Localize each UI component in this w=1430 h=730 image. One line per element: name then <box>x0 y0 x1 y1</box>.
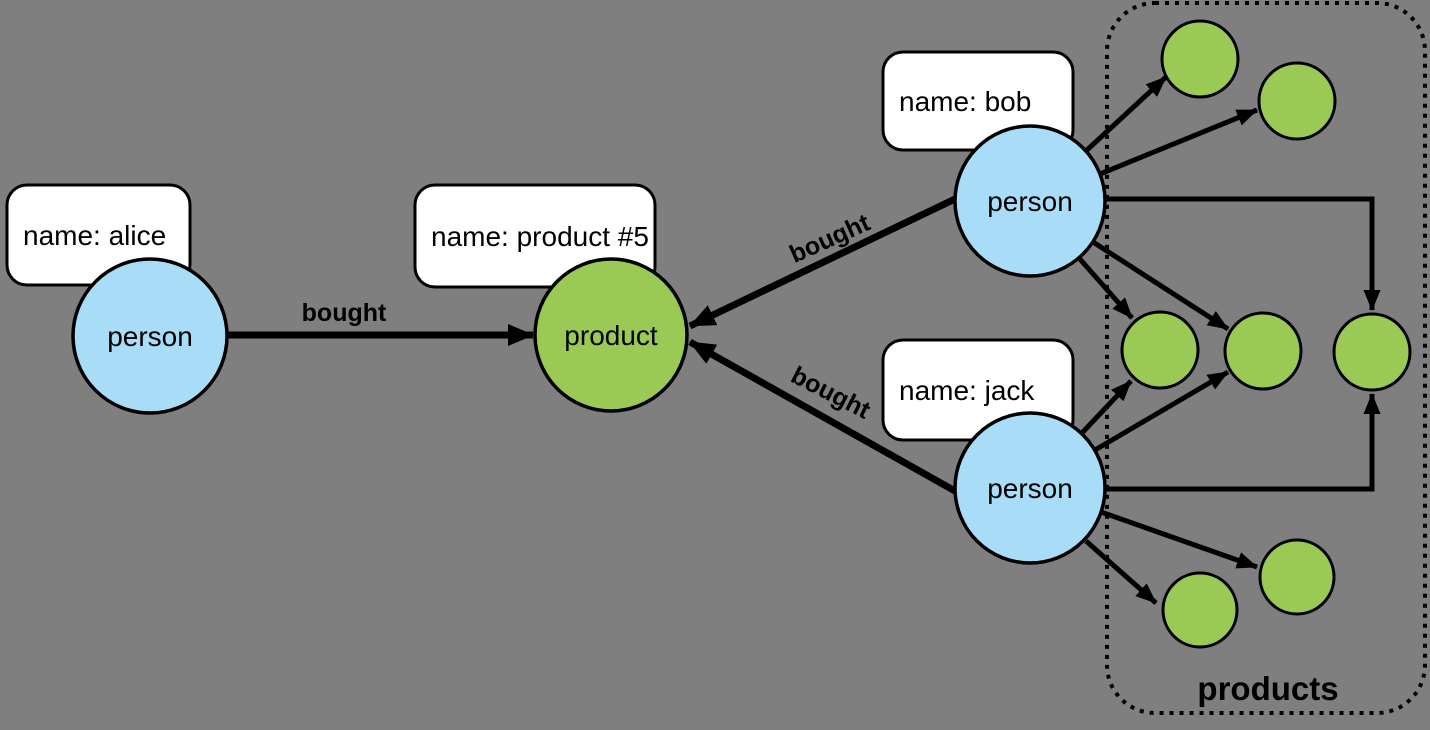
bob-node-label: person <box>987 186 1073 217</box>
product-a-node <box>1160 19 1240 99</box>
jack-product-c-edge <box>1079 379 1133 436</box>
alice-bought-product-5-edge-label: bought <box>302 299 387 327</box>
jack-product-e-edge <box>1105 393 1381 492</box>
product-c-node <box>1120 310 1200 390</box>
product-g-node <box>1258 538 1336 616</box>
product-d-node <box>1223 311 1303 391</box>
jack-product-d-edge <box>1093 369 1230 453</box>
alice-node-label: person <box>107 321 193 352</box>
alice-properties-label: name: alice <box>23 220 166 251</box>
jack-product-f-edge <box>1084 539 1158 605</box>
jack-product-g-edge <box>1100 509 1258 570</box>
product-5-properties-label: name: product #5 <box>431 221 649 252</box>
bob-properties-label: name: bob <box>899 86 1031 117</box>
bob-product-d-edge <box>1091 239 1230 332</box>
bob-node <box>953 124 1107 278</box>
bob-product-e-edge <box>1105 196 1381 311</box>
jack-bought-product-5-edge <box>688 338 957 495</box>
product-e-node <box>1332 312 1412 392</box>
jack-node-label: person <box>987 473 1073 504</box>
jack-node <box>953 411 1107 565</box>
product-5-node <box>533 257 689 413</box>
product-5-node-label: product <box>564 320 658 351</box>
bob-product-b-edge <box>1099 107 1258 177</box>
products-group-label: products <box>1197 670 1338 707</box>
bob-bought-product-5-edge <box>688 195 957 330</box>
alice-node <box>71 257 229 415</box>
products-group-border <box>1105 1 1427 715</box>
bob-product-a-edge <box>1085 75 1168 152</box>
product-b-node <box>1257 61 1337 141</box>
bob-product-c-edge <box>1077 256 1134 320</box>
jack-properties-label: name: jack <box>899 375 1035 406</box>
product-f-node <box>1161 571 1239 649</box>
